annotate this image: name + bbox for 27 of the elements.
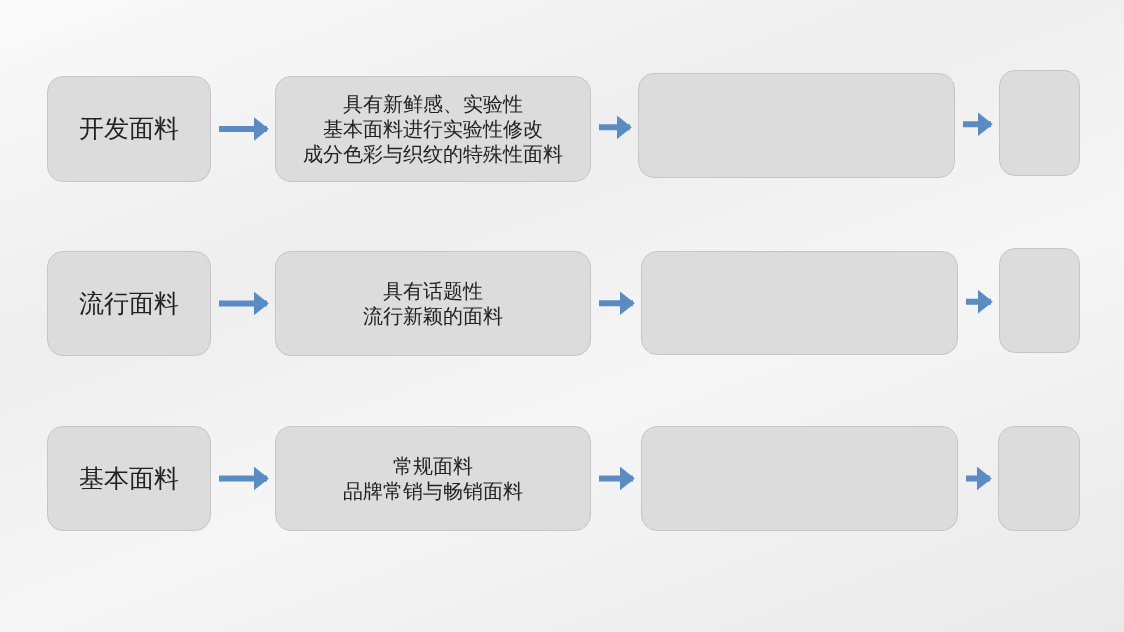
arrow: [219, 291, 269, 316]
label-text: 开发面料: [79, 113, 179, 145]
label-text: 具有话题性流行新颖的面料: [362, 278, 504, 329]
rounded-box: [275, 426, 591, 531]
rounded-box: [47, 251, 211, 356]
rounded-box: [999, 248, 1080, 353]
label-text: 流行面料: [79, 287, 179, 320]
arrow: [599, 291, 635, 316]
rounded-box: [47, 426, 211, 531]
arrow: [963, 112, 993, 137]
label-text: 具有新鲜感、实验性基本面料进行实验性修改成分色彩与织纹的特殊性面料: [302, 91, 564, 167]
arrow: [966, 466, 992, 491]
rounded-box: [638, 73, 955, 178]
arrow: [966, 289, 993, 314]
arrow: [219, 117, 269, 141]
rounded-box: [47, 76, 211, 182]
rounded-box: [998, 426, 1080, 531]
arrow: [599, 115, 632, 140]
rounded-box: [641, 251, 958, 355]
rounded-box: [641, 426, 958, 531]
rounded-box: [275, 251, 591, 356]
rounded-box: [275, 76, 591, 182]
label-text: 基本面料: [79, 462, 179, 495]
label-text: 常规面料品牌常销与畅销面料: [342, 453, 524, 504]
arrow: [219, 466, 269, 491]
rounded-box: [999, 70, 1080, 176]
arrow: [599, 466, 635, 491]
